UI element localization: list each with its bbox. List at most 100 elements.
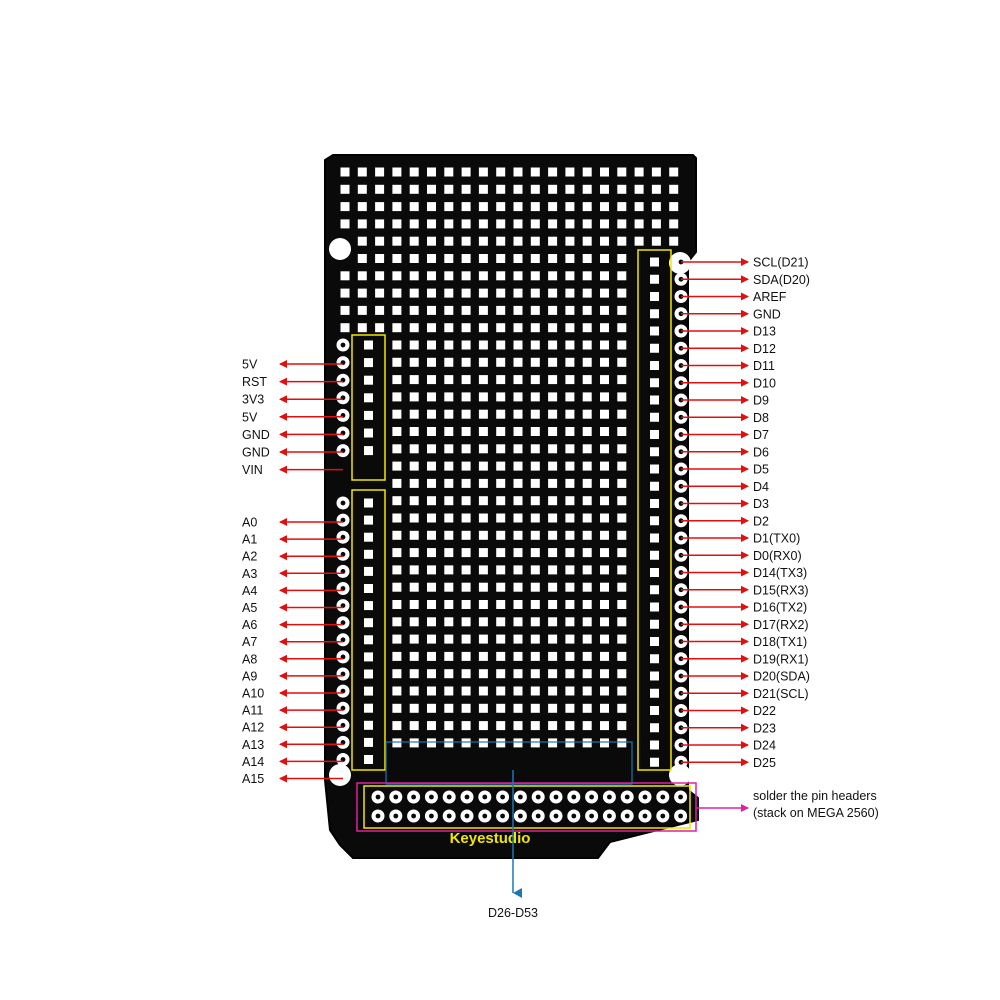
pin-label: D5 bbox=[753, 463, 769, 477]
prototype-pad bbox=[600, 600, 609, 609]
prototype-pad bbox=[427, 530, 436, 540]
prototype-pad bbox=[548, 582, 558, 592]
prototype-pad bbox=[548, 357, 558, 367]
prototype-pad bbox=[582, 167, 592, 177]
prototype-pad bbox=[478, 703, 488, 713]
pin-label: A0 bbox=[242, 516, 257, 530]
prototype-pad bbox=[617, 461, 627, 471]
prototype-pad bbox=[444, 323, 454, 333]
prototype-pad bbox=[444, 375, 454, 385]
prototype-pad bbox=[565, 703, 575, 713]
pin-label: A13 bbox=[242, 738, 264, 752]
prototype-pad bbox=[600, 288, 609, 298]
prototype-pad bbox=[444, 461, 454, 471]
prototype-pad bbox=[530, 703, 540, 713]
prototype-pad bbox=[392, 600, 402, 609]
prototype-pad bbox=[375, 184, 385, 194]
prototype-pad bbox=[340, 219, 350, 229]
prototype-pad bbox=[496, 634, 506, 644]
prototype-pad bbox=[582, 634, 592, 644]
header-pad-hole bbox=[678, 794, 683, 800]
prototype-pad bbox=[548, 669, 558, 679]
prototype-pad bbox=[478, 392, 488, 402]
prototype-pad bbox=[478, 236, 488, 246]
prototype-pad bbox=[392, 219, 402, 229]
prototype-pad bbox=[565, 651, 575, 661]
prototype-pad bbox=[530, 600, 540, 609]
prototype-pad bbox=[444, 478, 454, 488]
prototype-pad bbox=[617, 288, 627, 298]
prototype-pad bbox=[651, 219, 661, 229]
prototype-pad bbox=[496, 548, 506, 558]
prototype-pad bbox=[617, 202, 627, 212]
header-inner-pad bbox=[650, 688, 659, 698]
prototype-pad bbox=[427, 340, 436, 350]
prototype-pad bbox=[513, 496, 523, 506]
prototype-pad bbox=[565, 288, 575, 298]
prototype-pad bbox=[600, 513, 609, 523]
prototype-pad bbox=[513, 288, 523, 298]
prototype-pad bbox=[478, 721, 488, 731]
header-inner-pad bbox=[650, 654, 659, 664]
mounting-hole-bottom-left bbox=[329, 764, 351, 786]
prototype-pad bbox=[530, 375, 540, 385]
prototype-pad bbox=[617, 600, 627, 609]
header-inner-pad bbox=[364, 498, 373, 508]
prototype-pad bbox=[461, 271, 471, 281]
header-inner-pad bbox=[364, 618, 373, 628]
header-inner-pad bbox=[364, 669, 373, 679]
prototype-pad bbox=[530, 305, 540, 315]
prototype-pad bbox=[530, 254, 540, 263]
prototype-pad bbox=[444, 721, 454, 731]
pin-label: RST bbox=[242, 375, 267, 389]
prototype-pad bbox=[375, 271, 385, 281]
prototype-pad bbox=[392, 254, 402, 263]
prototype-pad bbox=[357, 202, 367, 212]
prototype-pad bbox=[478, 219, 488, 229]
prototype-pad bbox=[530, 634, 540, 644]
prototype-pad bbox=[513, 271, 523, 281]
prototype-pad bbox=[565, 738, 575, 748]
header-pad-hole bbox=[660, 813, 666, 819]
prototype-pad bbox=[478, 184, 488, 194]
prototype-pad bbox=[530, 496, 540, 506]
prototype-pad bbox=[513, 530, 523, 540]
prototype-pad bbox=[461, 392, 471, 402]
prototype-pad bbox=[392, 548, 402, 558]
header-pad-hole bbox=[340, 500, 346, 506]
header-pad-hole bbox=[482, 794, 488, 800]
prototype-pad bbox=[600, 305, 609, 315]
header-pad-hole bbox=[446, 813, 452, 819]
prototype-pad bbox=[444, 617, 454, 627]
prototype-pad bbox=[409, 444, 419, 454]
prototype-pad bbox=[392, 582, 402, 592]
prototype-pad bbox=[600, 340, 609, 350]
prototype-pad bbox=[392, 375, 402, 385]
prototype-pad bbox=[496, 530, 506, 540]
prototype-pad bbox=[392, 444, 402, 454]
pin-label: A12 bbox=[242, 721, 264, 735]
pin-label: D24 bbox=[753, 739, 776, 753]
prototype-pad bbox=[565, 409, 575, 419]
prototype-pad bbox=[461, 375, 471, 385]
prototype-pad bbox=[530, 478, 540, 488]
prototype-pad bbox=[357, 219, 367, 229]
prototype-pad bbox=[496, 721, 506, 731]
prototype-pad bbox=[444, 530, 454, 540]
prototype-pad bbox=[340, 184, 350, 194]
prototype-pad bbox=[496, 513, 506, 523]
prototype-pad bbox=[478, 478, 488, 488]
prototype-pad bbox=[444, 184, 454, 194]
prototype-pad bbox=[513, 565, 523, 575]
prototype-pad bbox=[496, 444, 506, 454]
header-pad-hole bbox=[607, 813, 612, 819]
prototype-pad bbox=[461, 617, 471, 627]
header-inner-pad bbox=[650, 292, 659, 301]
header-pad-hole bbox=[553, 794, 559, 800]
prototype-pad bbox=[496, 305, 506, 315]
prototype-pad bbox=[600, 271, 609, 281]
prototype-pad bbox=[617, 686, 627, 696]
prototype-pad bbox=[427, 721, 436, 731]
prototype-pad bbox=[444, 738, 454, 748]
prototype-pad bbox=[461, 721, 471, 731]
